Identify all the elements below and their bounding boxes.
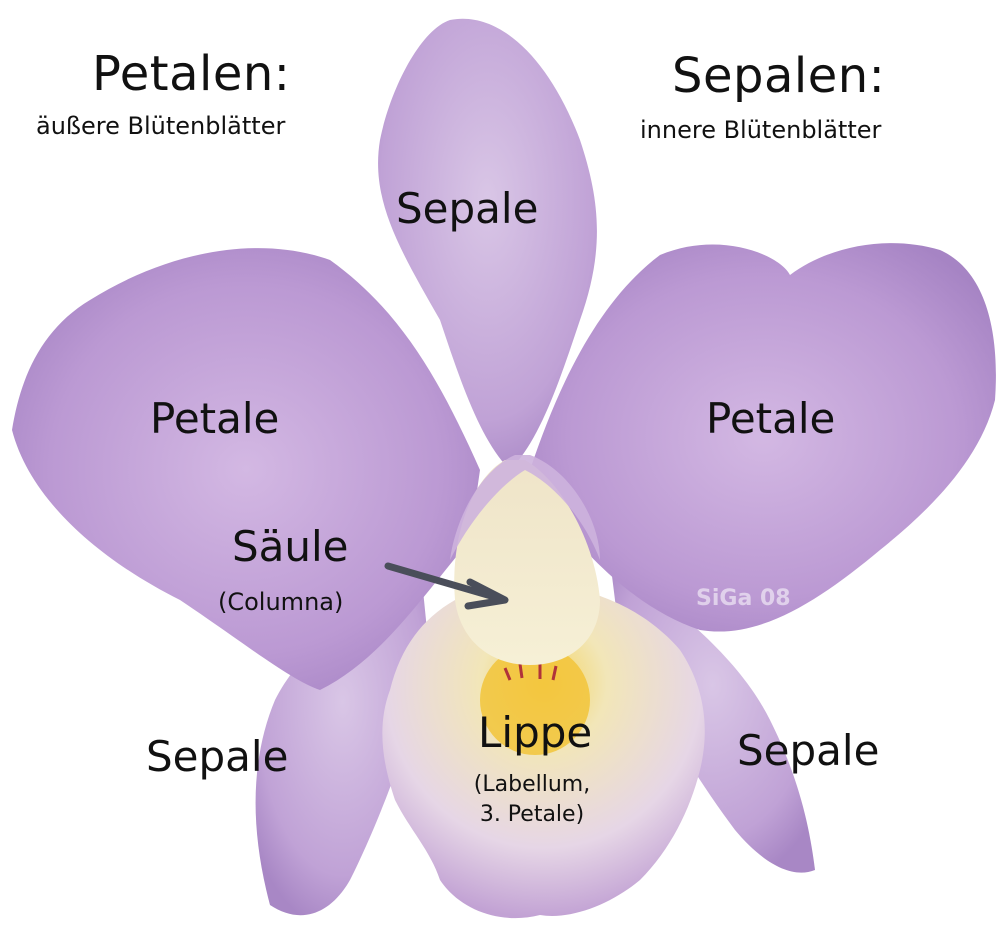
label-saeule: Säule <box>232 526 349 568</box>
sepalen-title: Sepalen: <box>672 52 885 100</box>
label-petale-left: Petale <box>150 398 279 440</box>
label-sepale-bottom-left: Sepale <box>146 736 288 778</box>
label-petale-right: Petale <box>706 398 835 440</box>
watermark: SiGa 08 <box>696 586 791 611</box>
label-lippe-note-line1: (Labellum, <box>468 770 596 800</box>
label-sepale-top: Sepale <box>396 188 538 230</box>
petalen-title: Petalen: <box>92 50 290 98</box>
label-lippe: Lippe <box>478 712 592 754</box>
label-columna: (Columna) <box>218 590 343 614</box>
sepalen-subtitle: innere Blütenblätter <box>640 118 881 142</box>
label-sepale-bottom-right: Sepale <box>737 730 879 772</box>
petalen-subtitle: äußere Blütenblätter <box>36 114 285 138</box>
label-lippe-note: (Labellum, 3. Petale) <box>468 770 596 830</box>
label-lippe-note-line2: 3. Petale) <box>468 800 596 830</box>
